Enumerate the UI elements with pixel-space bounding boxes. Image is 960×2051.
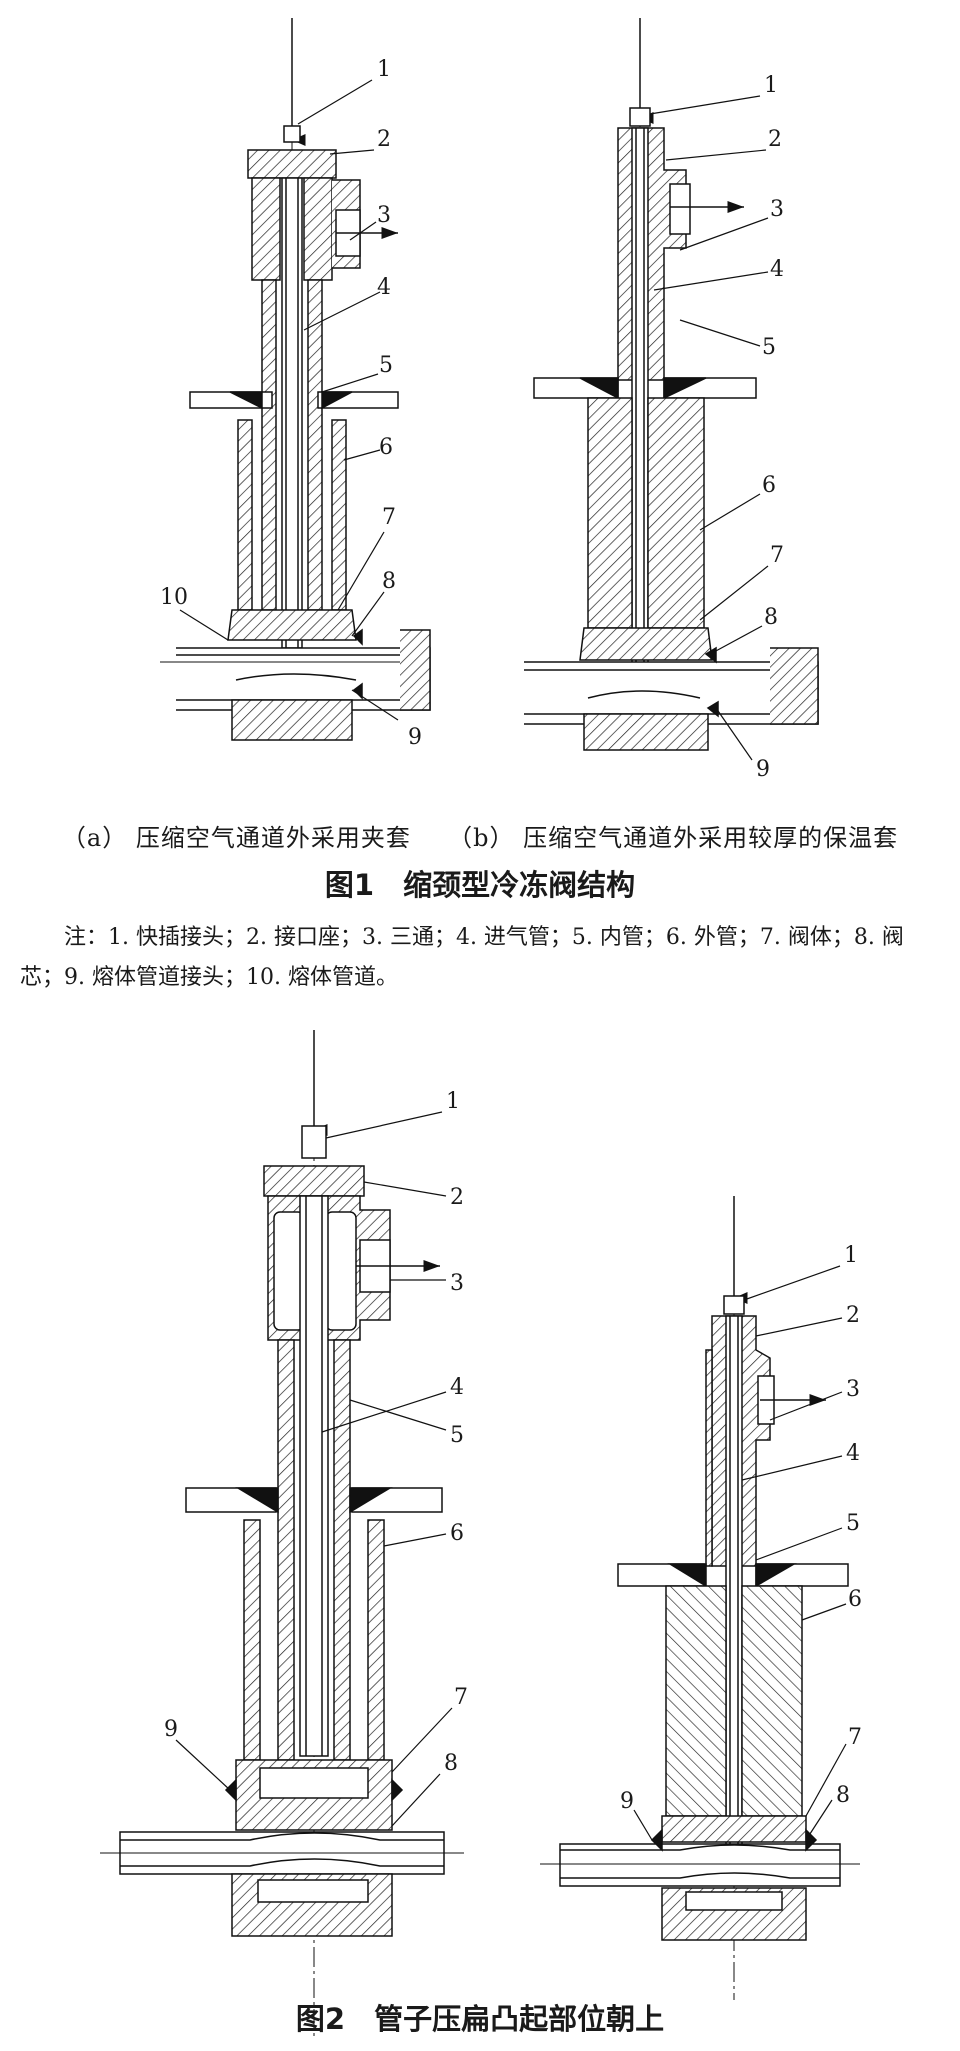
figure1b-drawing (524, 18, 819, 751)
figure2-left-drawing (100, 1030, 464, 2040)
label-1b-3: 3 (770, 197, 784, 222)
label-2r-2: 2 (846, 1303, 860, 1328)
label-2l-5: 5 (450, 1423, 464, 1448)
label-1a-10: 10 (160, 585, 188, 610)
figure1a-leaders (179, 79, 399, 721)
figure2-right-leaders (633, 1265, 847, 1841)
label-2r-3: 3 (846, 1377, 860, 1402)
figure1a-subcaption: （a） 压缩空气通道外采用夹套 (61, 824, 411, 852)
label-2r-7: 7 (848, 1725, 862, 1750)
label-2l-4: 4 (450, 1375, 464, 1400)
label-2l-6: 6 (450, 1521, 464, 1546)
figure1-caption: 图1 缩颈型冷冻阀结构 (324, 868, 636, 902)
label-2l-1: 1 (446, 1089, 460, 1114)
label-1a-7: 7 (382, 505, 396, 530)
label-1a-3: 3 (377, 203, 391, 228)
figure2-caption: 图2 管子压扁凸起部位朝上 (295, 2002, 665, 2036)
label-2l-7: 7 (454, 1685, 468, 1710)
figure1a-drawing (160, 18, 431, 741)
label-1b-5: 5 (762, 335, 776, 360)
label-1b-7: 7 (770, 543, 784, 568)
label-2r-1: 1 (844, 1243, 858, 1268)
label-2r-8: 8 (836, 1783, 850, 1808)
figure1b-subcaption: （b） 压缩空气通道外采用较厚的保温套 (448, 824, 899, 852)
figure1-subcaptions: （a） 压缩空气通道外采用夹套 （b） 压缩空气通道外采用较厚的保温套 (0, 818, 960, 853)
label-2r-5: 5 (846, 1511, 860, 1536)
label-2r-9: 9 (620, 1789, 634, 1814)
label-1a-9: 9 (408, 725, 422, 750)
figure1-note: 注：1. 快插接头；2. 接口座；3. 三通；4. 进气管；5. 内管；6. 外… (20, 925, 904, 990)
label-1b-2: 2 (768, 127, 782, 152)
label-1b-6: 6 (762, 473, 776, 498)
label-1a-5: 5 (379, 353, 393, 378)
label-1a-2: 2 (377, 127, 391, 152)
label-1b-4: 4 (770, 257, 784, 282)
label-2r-6: 6 (848, 1587, 862, 1612)
label-1b-9: 9 (756, 757, 770, 782)
label-2r-4: 4 (846, 1441, 860, 1466)
label-1a-4: 4 (377, 275, 391, 300)
label-1a-8: 8 (382, 569, 396, 594)
label-1b-1: 1 (764, 73, 778, 98)
label-2l-9: 9 (164, 1717, 178, 1742)
label-1a-1: 1 (377, 57, 391, 82)
label-1a-6: 6 (379, 435, 393, 460)
label-2l-3: 3 (450, 1271, 464, 1296)
label-1b-8: 8 (764, 605, 778, 630)
figure2-right-drawing (540, 1196, 860, 2000)
figure1b-leaders (649, 95, 769, 761)
figure2-left-leaders (175, 1111, 453, 1827)
label-2l-8: 8 (444, 1751, 458, 1776)
label-2l-2: 2 (450, 1185, 464, 1210)
